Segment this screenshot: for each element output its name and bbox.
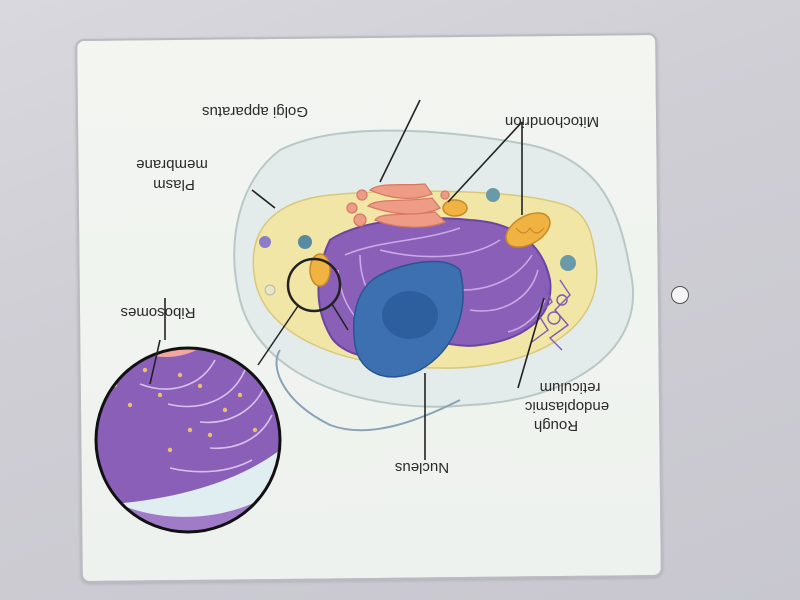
mitochondrion-1 [505, 212, 551, 248]
rer-label-line2: endoplasmic [524, 398, 609, 415]
zoom-connector-line [331, 303, 349, 331]
ribosomes-label: Ribosomes [120, 304, 195, 321]
rer-label-line1: Rough [534, 417, 578, 434]
vesicle [298, 235, 312, 249]
golgi-apparatus [346, 183, 456, 228]
ribosome-inset [94, 346, 282, 534]
plasma-membrane-label-line1: Plasm [153, 176, 195, 193]
vesicle [486, 188, 500, 202]
mitochondrion-label: Mitochondrion [505, 113, 599, 130]
answer-radio-button[interactable] [671, 286, 689, 304]
vesicle [560, 255, 576, 271]
leader-lines [149, 99, 545, 460]
vesicle [259, 236, 271, 248]
membrane-tail [275, 349, 461, 432]
plasma-membrane-label-line2: membrane [136, 156, 208, 173]
zoom-highlight-circle [286, 257, 342, 313]
vesicle [264, 284, 276, 296]
mitochondrion-2 [442, 199, 468, 217]
zoom-connector-line [257, 305, 299, 366]
smooth-er-mesh [531, 279, 571, 351]
golgi-label: Golgi apparatus [202, 103, 308, 120]
nucleolus [382, 291, 438, 339]
nucleus-label: Nucleus [395, 459, 449, 476]
rer-label-line3: reticulum [540, 379, 601, 396]
